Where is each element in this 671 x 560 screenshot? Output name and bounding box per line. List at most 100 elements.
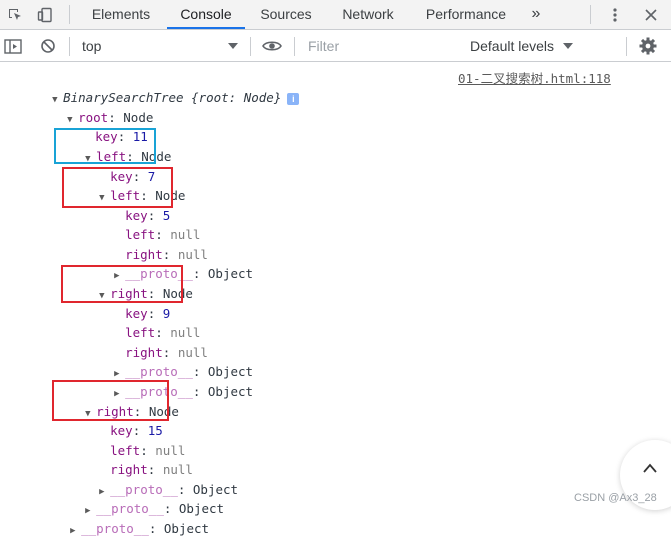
prop-key: key <box>95 129 118 144</box>
console-output: 01-二叉搜索树.html:118 ▼ BinarySearchTree {roo… <box>0 63 671 536</box>
prop-sep: : <box>177 482 193 497</box>
prop-sep: : <box>148 521 164 536</box>
toolbar-divider <box>250 37 251 56</box>
tree-row-right[interactable]: ▼right: Node <box>69 265 193 301</box>
clear-console-icon[interactable] <box>37 31 59 61</box>
prop-value: null <box>170 325 201 340</box>
device-toggle-icon[interactable] <box>34 0 56 29</box>
context-selector[interactable]: top <box>82 38 102 54</box>
info-icon[interactable]: i <box>287 92 300 105</box>
prop-sep: : <box>132 169 148 184</box>
prop-value: Node <box>162 286 193 301</box>
prop-sep: : <box>140 188 156 203</box>
expand-triangle-icon[interactable]: ▼ <box>99 193 105 203</box>
tab-performance[interactable]: Performance <box>425 6 507 22</box>
tab-network[interactable]: Network <box>342 6 394 22</box>
collapsed-triangle-icon[interactable]: ▶ <box>70 526 76 536</box>
gear-icon[interactable] <box>637 31 659 61</box>
log-levels-dropdown[interactable]: Default levels <box>470 38 555 54</box>
collapsed-triangle-icon[interactable]: ▶ <box>114 389 120 399</box>
tree-row-key: key: 9 <box>95 285 170 321</box>
filter-input[interactable]: Filter <box>308 38 340 54</box>
prop-key: right <box>125 247 163 262</box>
tab-elements[interactable]: Elements <box>91 6 151 22</box>
watermark: CSDN @Ax3_28 <box>574 492 657 504</box>
prop-key: left <box>96 149 127 164</box>
prop-value: null <box>170 227 201 242</box>
prop-sep: : <box>108 110 124 125</box>
devtools-tab-bar: Elements Console Sources Network Perform… <box>0 0 671 30</box>
console-toolbar: top Filter Default levels <box>0 31 671 62</box>
expand-triangle-icon[interactable]: ▼ <box>85 409 91 419</box>
tree-row-proto[interactable]: ▶__proto__: Object <box>40 500 209 536</box>
tree-row-left[interactable]: ▼left: Node <box>69 167 185 203</box>
prop-value: null <box>162 462 193 477</box>
more-vertical-icon[interactable] <box>604 0 626 29</box>
expand-triangle-icon[interactable]: ▼ <box>67 115 73 125</box>
scroll-top-button[interactable] <box>620 440 671 510</box>
more-tabs-button[interactable]: » <box>531 5 541 22</box>
collapsed-triangle-icon[interactable]: ▶ <box>99 487 105 497</box>
object-summary: BinarySearchTree {root: Node} <box>63 90 282 105</box>
tree-row-proto[interactable]: ▶__proto__: Object <box>69 461 238 497</box>
expand-triangle-icon[interactable]: ▼ <box>52 95 58 105</box>
collapsed-triangle-icon[interactable]: ▶ <box>114 271 120 281</box>
tree-row-proto[interactable]: ▶__proto__: Object <box>84 363 253 399</box>
prop-sep: : <box>133 404 149 419</box>
tree-row-proto[interactable]: ▶__proto__: Object <box>84 245 253 281</box>
sidebar-toggle-icon[interactable] <box>2 31 24 61</box>
prop-key: right <box>110 286 148 301</box>
prop-value: null <box>177 247 208 262</box>
prop-key: key <box>110 169 133 184</box>
tree-row-proto[interactable]: ▶__proto__: Object <box>84 343 253 379</box>
live-expression-icon[interactable] <box>260 31 284 61</box>
tree-row-left[interactable]: ▼ left: Node <box>55 128 171 164</box>
expand-triangle-icon[interactable]: ▼ <box>85 154 91 164</box>
highlight-box-blue <box>54 128 156 164</box>
collapsed-triangle-icon[interactable]: ▶ <box>85 506 91 516</box>
inspect-element-icon[interactable] <box>4 0 26 29</box>
prop-key: left <box>125 227 156 242</box>
tree-row-left: left: null <box>95 304 200 340</box>
prop-sep: : <box>126 149 142 164</box>
expand-triangle-icon[interactable]: ▼ <box>99 291 105 301</box>
prop-key: __proto__ <box>96 501 164 516</box>
highlight-box-red <box>62 167 173 208</box>
prop-key: right <box>110 462 148 477</box>
prop-key: key <box>125 208 148 223</box>
object-header[interactable]: ▼ BinarySearchTree {root: Node} i <box>22 69 300 105</box>
prop-key: right <box>125 345 163 360</box>
tree-row-right[interactable]: ▼right: Node <box>55 383 179 419</box>
collapsed-triangle-icon[interactable]: ▶ <box>114 369 120 379</box>
prop-key: __proto__ <box>125 384 193 399</box>
arrow-up-icon <box>643 460 657 476</box>
prop-sep: : <box>162 345 178 360</box>
tree-row-left: left: null <box>80 422 185 458</box>
prop-sep: : <box>117 129 133 144</box>
prop-key: __proto__ <box>81 521 149 536</box>
prop-sep: : <box>147 208 163 223</box>
source-link[interactable]: 01-二叉搜索树.html:118 <box>458 71 611 86</box>
context-dropdown-icon[interactable] <box>226 31 240 61</box>
prop-sep: : <box>163 501 179 516</box>
tab-sources[interactable]: Sources <box>260 6 312 22</box>
prop-value: 9 <box>162 306 171 321</box>
highlight-box-red <box>52 380 169 421</box>
prop-sep: : <box>192 384 208 399</box>
prop-value: Node <box>123 110 154 125</box>
prop-value: Node <box>155 188 186 203</box>
prop-value: null <box>155 443 186 458</box>
tab-console[interactable]: Console <box>167 0 245 29</box>
levels-dropdown-icon[interactable] <box>562 31 574 61</box>
prop-value: Node <box>148 404 179 419</box>
tree-row-proto[interactable]: ▶__proto__: Object <box>55 480 224 516</box>
prop-key: __proto__ <box>125 364 193 379</box>
prop-key: left <box>110 443 141 458</box>
prop-value: 15 <box>147 423 163 438</box>
tree-row-root[interactable]: ▼root: Node <box>37 89 153 125</box>
close-icon[interactable] <box>640 0 662 29</box>
prop-sep: : <box>155 325 171 340</box>
prop-value: Node <box>141 149 172 164</box>
prop-value: 7 <box>147 169 156 184</box>
prop-value: Object <box>192 482 239 497</box>
